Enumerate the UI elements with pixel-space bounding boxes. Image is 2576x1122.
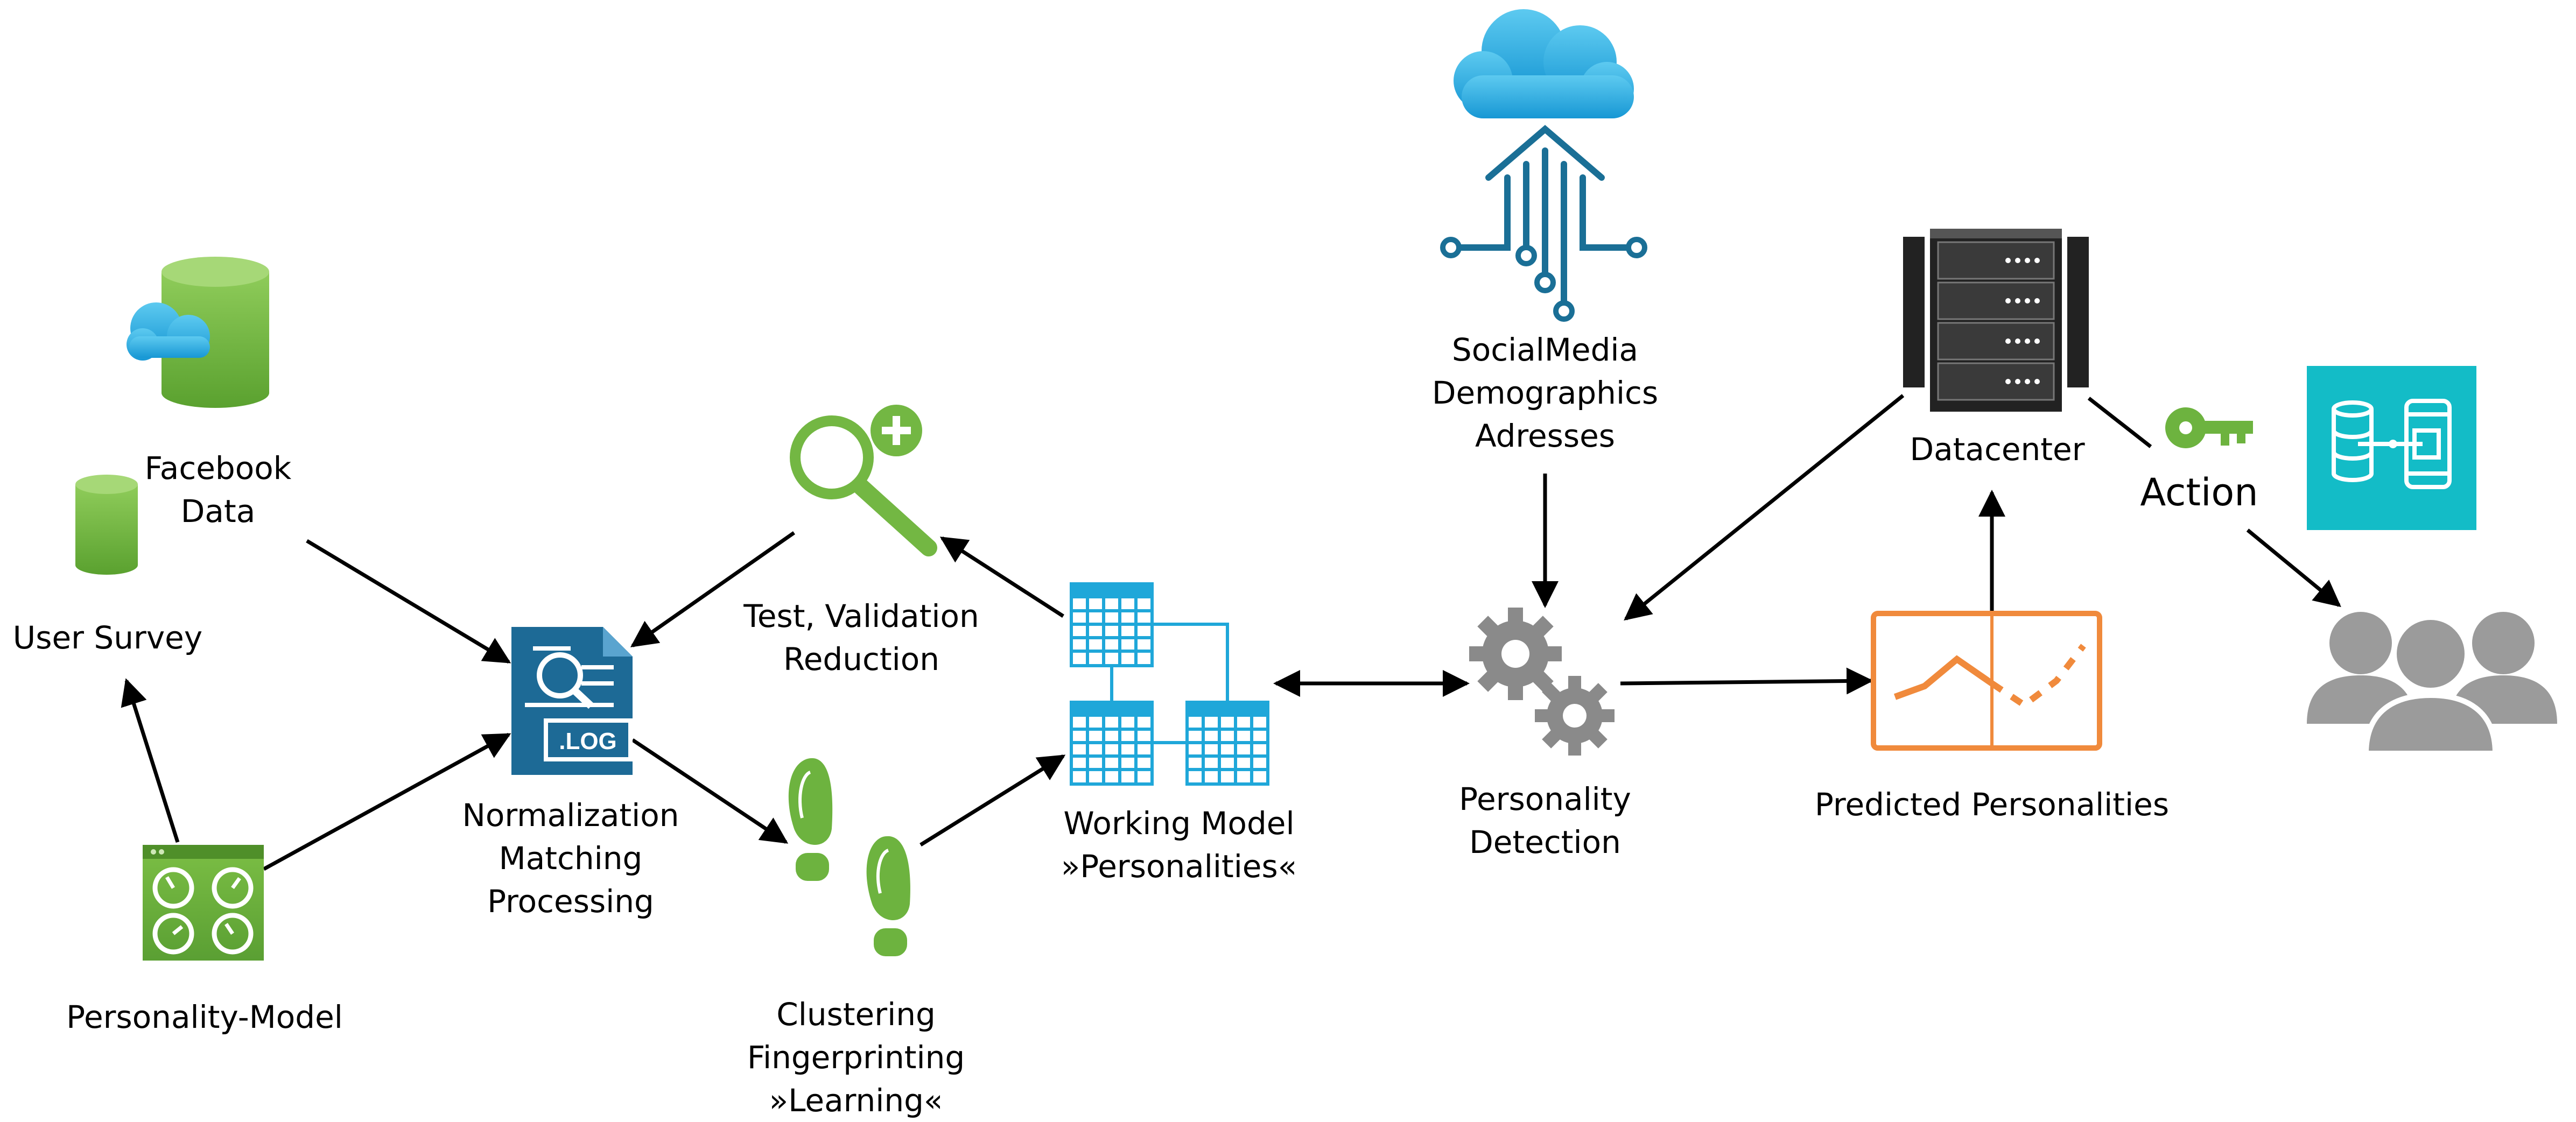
label-line: Predicted Personalities [1814,786,2170,823]
dashboard-gauges-icon [143,845,264,961]
label-line: »Personalities« [1061,848,1297,885]
label-line: Personality-Model [66,999,343,1035]
forecast-chart-icon [1871,611,2102,751]
label-line: Matching [499,840,643,877]
arrow-datacenter-to-detection [1624,394,1905,621]
user-survey-label: User Survey [0,616,215,659]
clustering-label: Clustering Fingerprinting »Learning« [721,993,991,1122]
connector-datacenter-to-action [2087,397,2152,448]
label-line: User Survey [12,619,203,656]
cloud-icon [127,302,210,361]
arrow-working-model-to-test [939,537,1064,618]
arrow-model-to-survey [121,678,180,843]
user-group-icon [2307,612,2557,756]
label-line: Personality [1459,781,1631,817]
arrow-clustering-to-working-model [920,754,1066,846]
footprints-icon [788,758,910,956]
arrow-facebook-to-normalization [306,539,511,664]
cloud-circuit-icon [1440,9,1647,322]
label-line: Demographics [1431,375,1659,411]
label-line: Test, Validation [743,598,979,634]
label-line: Datacenter [1910,431,2085,468]
label-line: Detection [1469,824,1621,860]
label-line: Reduction [783,641,939,678]
arrow-action-to-users [2246,528,2341,608]
log-file-search-icon: .LOG [511,627,633,775]
arrow-test-to-normalization [630,531,796,647]
database-to-mobile-icon [2307,366,2476,530]
label-line: Normalization [462,797,679,834]
arrow-model-to-normalization [263,732,511,871]
key-icon [2165,407,2253,448]
label-line: Facebook [144,450,292,486]
arrow-normalization-to-clustering [631,738,789,844]
social-media-label: SocialMedia Demographics Adresses [1410,328,1680,457]
gears-icon [1469,608,1615,756]
working-model-label: Working Model »Personalities« [1039,802,1319,888]
predicted-personalities-label: Predicted Personalities [1777,783,2207,826]
survey-database-icon [75,475,138,575]
datacenter-label: Datacenter [1884,428,2110,471]
cloud-icon [1454,9,1634,118]
arrows [121,394,2341,871]
magnifier-plus-icon [790,405,937,556]
label-line: Fingerprinting [747,1039,965,1076]
personality-model-label: Personality-Model [43,996,366,1039]
normalization-label: Normalization Matching Processing [436,794,705,923]
label-line: Data [180,493,256,530]
action-label: Action [2110,468,2288,517]
label-line: Clustering [776,996,936,1033]
test-validation-label: Test, Validation Reduction [727,595,996,681]
arrow-detection-to-predicted [1620,667,1873,695]
linked-tables-icon [1070,582,1269,786]
label-line: Working Model [1063,805,1295,842]
label-line: »Learning« [769,1082,943,1119]
label-line: Action [2140,470,2258,514]
log-file-label: .LOG [559,728,617,754]
facebook-data-icon [127,257,269,408]
personality-detection-label: Personality Detection [1410,778,1680,864]
label-line: Adresses [1475,418,1616,454]
label-line: SocialMedia [1451,331,1639,368]
database-icon [162,257,269,408]
label-line: Processing [487,883,654,920]
facebook-data-label: Facebook Data [124,447,312,533]
server-rack-icon [1903,229,2089,412]
